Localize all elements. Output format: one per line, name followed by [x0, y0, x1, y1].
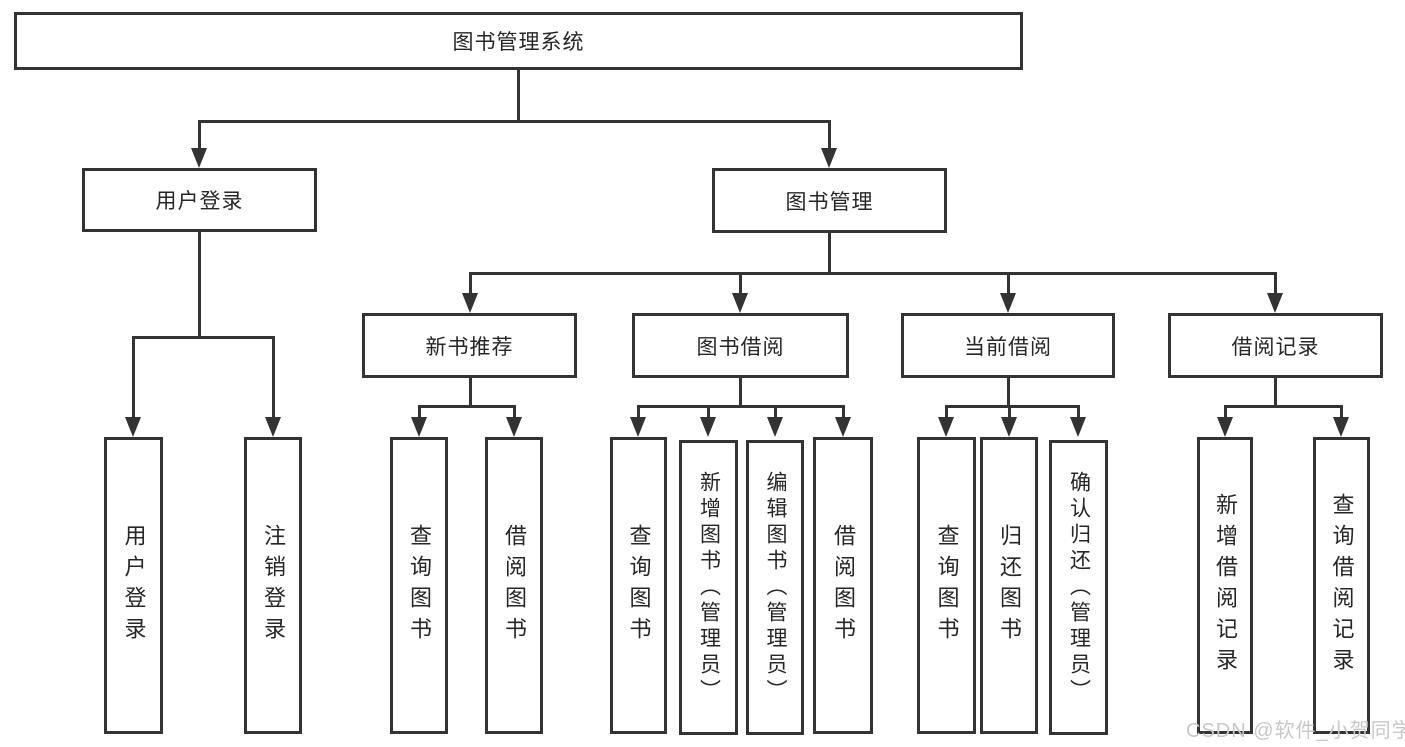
connector-line [517, 70, 520, 122]
arrowhead-icon [700, 417, 716, 437]
leaf-query-books-current-label: 查询图书 [934, 523, 960, 648]
leaf-borrow-books: 借阅图书 [813, 437, 873, 734]
connector-line [198, 232, 201, 336]
arrowhead-icon [1217, 417, 1233, 437]
node-borrow-record-label: 借阅记录 [1231, 335, 1320, 359]
connector-line [774, 405, 777, 419]
connector-line [469, 272, 472, 295]
leaf-edit-books-admin-label: 编辑图书（管理员） [764, 470, 787, 705]
leaf-query-books-borrow: 查询图书 [610, 437, 667, 734]
arrowhead-icon [767, 417, 783, 437]
connector-line [637, 405, 845, 408]
connector-line [1340, 405, 1343, 419]
leaf-user-login: 用户登录 [104, 437, 163, 734]
connector-line [1274, 378, 1277, 407]
leaf-query-books-borrow-label: 查询图书 [626, 523, 652, 648]
arrowhead-icon [506, 417, 522, 437]
leaf-logout-label: 注销登录 [261, 523, 286, 648]
connector-line [1224, 405, 1227, 419]
node-current-borrow-label: 当前借阅 [964, 335, 1052, 359]
arrowhead-icon [462, 293, 478, 313]
leaf-return-books: 归还图书 [980, 437, 1038, 734]
connector-line [513, 405, 516, 419]
arrowhead-icon [265, 417, 281, 437]
connector-line [418, 405, 516, 408]
arrowhead-icon [835, 417, 851, 437]
connector-line [828, 233, 831, 274]
connector-line [1008, 405, 1011, 419]
leaf-logout: 注销登录 [244, 437, 302, 734]
connector-line [1007, 272, 1010, 295]
connector-line [637, 405, 640, 419]
arrowhead-icon [1333, 417, 1349, 437]
leaf-add-books-admin: 新增图书（管理员） [679, 440, 738, 735]
arrowhead-icon [821, 148, 837, 168]
leaf-add-borrow-record: 新增借阅记录 [1197, 437, 1253, 734]
watermark: CSDN @软件_小贺同学 [1186, 720, 1405, 742]
node-borrow-record: 借阅记录 [1168, 313, 1383, 378]
connector-line [1224, 405, 1343, 408]
connector-line [945, 405, 948, 419]
node-user-login: 用户登录 [82, 168, 317, 232]
arrowhead-icon [732, 293, 748, 313]
connector-line [1077, 405, 1080, 419]
connector-line [739, 272, 742, 295]
leaf-borrow-books-recommend: 借阅图书 [485, 437, 543, 734]
leaf-query-borrow-record-label: 查询借阅记录 [1329, 492, 1355, 679]
leaf-user-login-label: 用户登录 [121, 523, 147, 648]
connector-line [469, 272, 1277, 275]
connector-line [1007, 378, 1010, 407]
node-book-management-label: 图书管理 [785, 190, 874, 214]
node-book-management: 图书管理 [712, 168, 947, 233]
connector-line [842, 405, 845, 419]
connector-line [469, 378, 472, 407]
connector-line [272, 336, 275, 417]
leaf-confirm-return-admin: 确认归还（管理员） [1049, 440, 1108, 735]
arrowhead-icon [1001, 417, 1017, 437]
node-root-label: 图书管理系统 [452, 31, 585, 54]
connector-line [1274, 272, 1277, 295]
leaf-query-books-recommend-label: 查询图书 [407, 523, 432, 648]
arrowhead-icon [630, 417, 646, 437]
arrowhead-icon [1267, 293, 1283, 313]
arrowhead-icon [125, 417, 141, 437]
leaf-query-borrow-record: 查询借阅记录 [1313, 437, 1370, 734]
leaf-confirm-return-admin-label: 确认归还（管理员） [1067, 470, 1091, 705]
arrowhead-icon [1070, 417, 1086, 437]
connector-line [198, 120, 831, 123]
connector-line [132, 336, 274, 339]
leaf-add-borrow-record-label: 新增借阅记录 [1213, 492, 1238, 679]
leaf-borrow-books-recommend-label: 借阅图书 [502, 523, 527, 648]
connector-line [739, 378, 742, 407]
node-current-borrow: 当前借阅 [901, 313, 1115, 378]
leaf-return-books-label: 归还图书 [997, 523, 1022, 648]
node-new-book-recommend-label: 新书推荐 [425, 335, 514, 359]
arrowhead-icon [191, 148, 207, 168]
connector-line [828, 120, 831, 150]
node-book-borrow: 图书借阅 [632, 313, 849, 378]
connector-line [198, 120, 201, 150]
connector-line [707, 405, 710, 419]
node-book-borrow-label: 图书借阅 [696, 335, 785, 359]
leaf-add-books-admin-label: 新增图书（管理员） [697, 470, 721, 705]
leaf-borrow-books-label: 借阅图书 [831, 523, 856, 648]
connector-line [418, 405, 421, 419]
leaf-edit-books-admin: 编辑图书（管理员） [746, 440, 804, 735]
connector-line [132, 336, 135, 417]
arrowhead-icon [938, 417, 954, 437]
arrowhead-icon [1000, 293, 1016, 313]
node-user-login-label: 用户登录 [155, 190, 244, 213]
node-new-book-recommend: 新书推荐 [362, 313, 577, 378]
leaf-query-books-recommend: 查询图书 [390, 437, 448, 734]
node-root: 图书管理系统 [14, 12, 1023, 70]
arrowhead-icon [411, 417, 427, 437]
leaf-query-books-current: 查询图书 [917, 437, 976, 734]
connector-line [945, 405, 1080, 408]
